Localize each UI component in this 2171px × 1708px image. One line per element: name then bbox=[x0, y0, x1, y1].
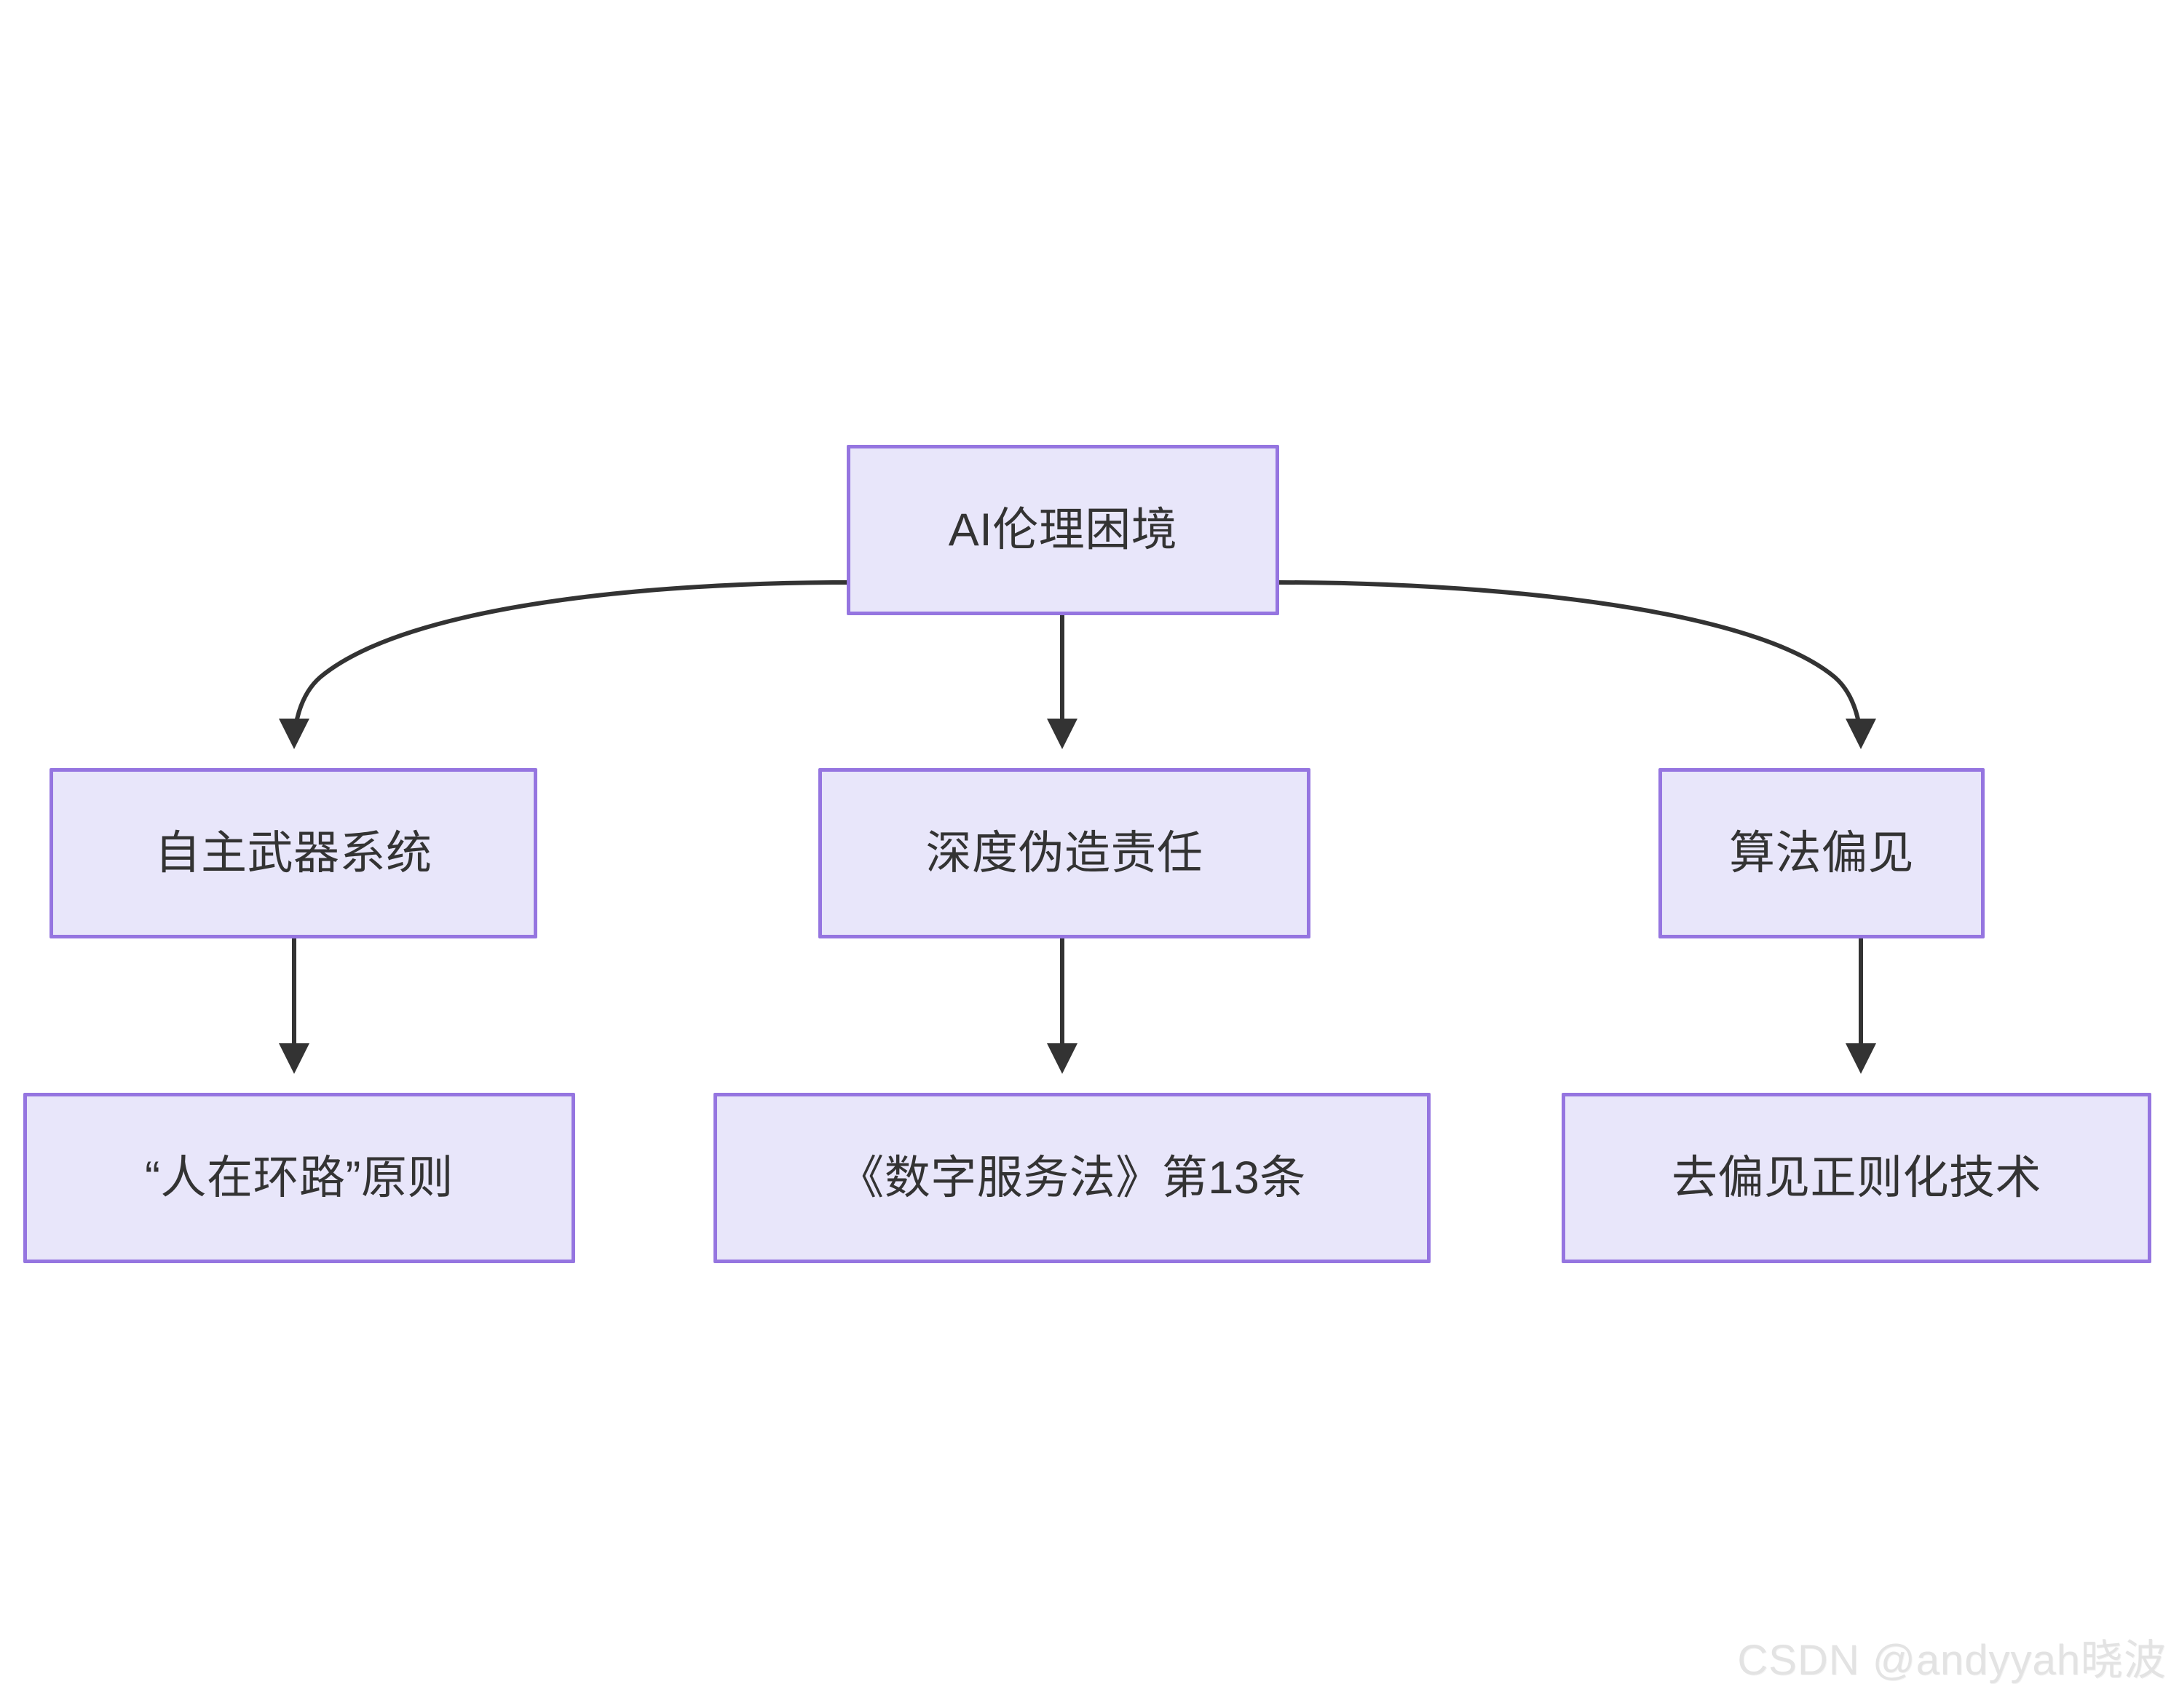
node-deepfake-liability[interactable]: 深度伪造责任 bbox=[818, 768, 1310, 938]
node-human-in-the-loop-principle[interactable]: “人在环路”原则 bbox=[23, 1093, 575, 1263]
node-digital-services-act-article-13[interactable]: 《数字服务法》第13条 bbox=[713, 1093, 1431, 1263]
edge-root-to-bias bbox=[1278, 580, 1876, 749]
edge-root-to-weapons bbox=[279, 580, 847, 749]
node-label: 深度伪造责任 bbox=[925, 827, 1203, 879]
node-autonomous-weapons[interactable]: 自主武器系统 bbox=[50, 768, 537, 938]
node-label: 去偏见正则化技术 bbox=[1672, 1152, 2041, 1203]
node-label: 《数字服务法》第13条 bbox=[838, 1152, 1306, 1203]
node-algorithmic-bias[interactable]: 算法偏见 bbox=[1658, 768, 1985, 938]
node-label: 算法偏见 bbox=[1729, 827, 1914, 879]
node-label: AI伦理困境 bbox=[948, 504, 1178, 556]
watermark: CSDN @andyyah晓波 bbox=[1737, 1637, 2167, 1684]
node-label: 自主武器系统 bbox=[154, 827, 432, 879]
node-ai-ethics-dilemma[interactable]: AI伦理困境 bbox=[847, 445, 1279, 615]
node-debiasing-regularization[interactable]: 去偏见正则化技术 bbox=[1562, 1093, 2151, 1263]
node-label: “人在环路”原则 bbox=[145, 1152, 454, 1203]
